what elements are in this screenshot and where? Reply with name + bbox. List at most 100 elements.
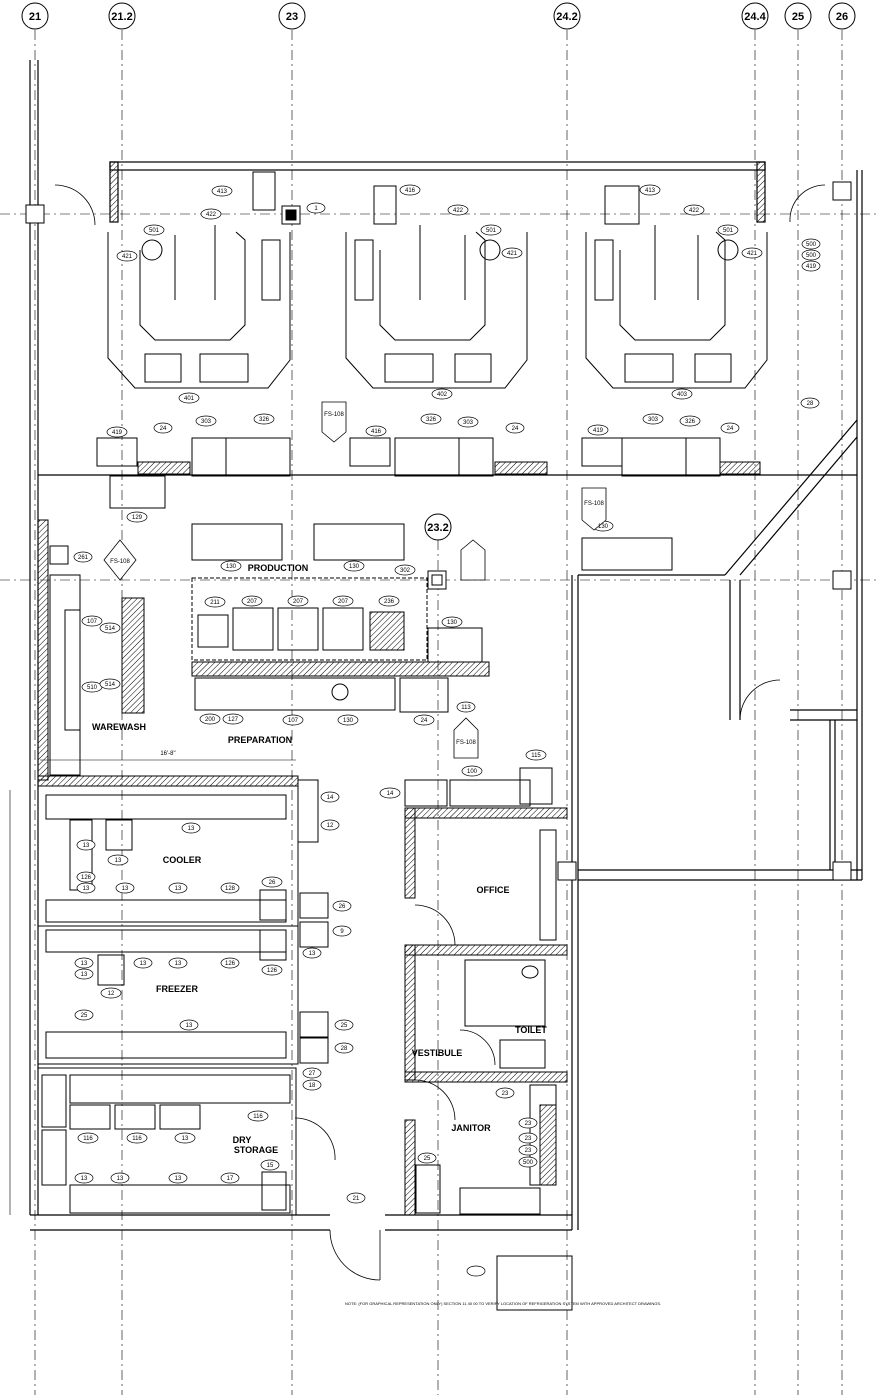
equipment-tag-label: 23 (502, 1091, 509, 1097)
equipment-tag-label: 303 (463, 420, 474, 426)
equipment-tag-label: 421 (747, 251, 758, 257)
room-toilet: TOILET (515, 1025, 547, 1035)
section-marker-label: FS-108 (456, 740, 476, 746)
equipment-tag-label: 514 (105, 626, 116, 632)
warewash-area (37, 519, 81, 781)
note-text: NOTE: (FOR GRAPHICAL REPRESENTATION ONLY… (345, 1301, 661, 1306)
equipment-tag-label: 113 (461, 705, 471, 711)
equipment-tag-label: 9 (340, 929, 344, 935)
equipment-tag-label: 26 (269, 880, 276, 886)
equipment-tag-label: 107 (288, 718, 299, 724)
equipment-tag-label: 24 (512, 426, 519, 432)
grid-bubble (278, 2, 306, 30)
room-warewash: WAREWASH (92, 722, 146, 732)
equipment-tag-label: 18 (309, 1083, 316, 1089)
equipment-tag-label: 422 (689, 208, 700, 214)
equipment-tag-label: 326 (426, 417, 437, 423)
equipment-tag-label: 501 (723, 228, 734, 234)
grid-bubbles (21, 2, 856, 541)
grid-label: 24.2 (556, 11, 577, 23)
equipment-tag-label: 23 (525, 1136, 532, 1142)
equipment-tag-label: 403 (677, 392, 688, 398)
grid-bubble (108, 2, 136, 30)
equipment-tag-label: 25 (81, 1013, 88, 1019)
equipment-tag-label: 107 (87, 619, 98, 625)
room-janitor: JANITOR (451, 1123, 491, 1133)
equipment-tag-label: 416 (371, 429, 382, 435)
cold-rooms (37, 775, 329, 1216)
grid-label: 23.2 (427, 522, 448, 534)
equipment-tag-label: 500 (806, 242, 817, 248)
equipment-tag-label: 13 (175, 886, 182, 892)
grid-bubble (21, 2, 49, 30)
equipment-tag-label: 13 (117, 1176, 124, 1182)
equipment-tag-label: 28 (807, 401, 814, 407)
equipment-tag-label: 23 (525, 1148, 532, 1154)
equipment-tag-label: 127 (228, 717, 239, 723)
equipment-tag-label: 303 (201, 419, 212, 425)
room-dry: DRY (233, 1135, 252, 1145)
equipment-tag-label: 500 (523, 1160, 534, 1166)
equipment-tag-label: 13 (188, 826, 195, 832)
equipment-tag-label: 116 (253, 1114, 263, 1120)
equipment-tag-label: 13 (83, 843, 90, 849)
equipment-tag-label: 116 (83, 1136, 93, 1142)
equipment-tag-label: 130 (447, 620, 458, 626)
section-marker-label: FS-108 (324, 412, 344, 418)
equipment-tag-label: 13 (175, 1176, 182, 1182)
equipment-tag-label: 419 (593, 428, 604, 434)
equipment-tag-label: 413 (645, 188, 656, 194)
equipment-tag-label: 13 (83, 886, 90, 892)
equipment-tag-label: 14 (387, 791, 394, 797)
equipment-tag-label: 13 (182, 1136, 189, 1142)
counters (96, 437, 761, 571)
grid-bubble (784, 2, 812, 30)
equipment-tag-label: 1 (314, 206, 318, 212)
equipment-tag-label: 500 (806, 253, 817, 259)
equipment-tag-label: 13 (81, 972, 88, 978)
equipment-tag-label: 126 (267, 968, 278, 974)
equipment-tags (73, 184, 821, 1277)
equipment-tag-label: 12 (327, 823, 334, 829)
equipment-tag-label: 413 (217, 189, 228, 195)
grid-label: 21.2 (111, 11, 132, 23)
equipment-tag-label: 421 (507, 251, 518, 257)
production-area (121, 577, 490, 714)
equipment-tag-label: 236 (384, 599, 395, 605)
equipment-tag-label: 419 (806, 264, 817, 270)
equipment-tag-label: 211 (210, 600, 220, 606)
equipment-tag-label: 13 (115, 858, 122, 864)
equipment-tag-label: 25 (424, 1156, 431, 1162)
equipment-tag-label: 302 (400, 568, 411, 574)
section-marker-label: FS-108 (584, 501, 604, 507)
equipment-tag-label: 27 (309, 1071, 316, 1077)
equipment-tag-label: 326 (685, 419, 696, 425)
equipment-tag-label: 419 (112, 430, 123, 436)
grid-label: 25 (792, 11, 804, 23)
equipment-tag-label: 25 (341, 1023, 348, 1029)
equipment-tag-label: 501 (486, 228, 497, 234)
grid-bubble (424, 513, 452, 541)
equipment-tag-label: 129 (132, 515, 143, 521)
equipment-tag-label: 126 (225, 961, 236, 967)
grid-bubble (553, 2, 581, 30)
equipment-tag-label: 13 (81, 961, 88, 967)
equipment-tag-label: 24 (160, 426, 167, 432)
equipment-tag-label: 26 (339, 904, 346, 910)
equipment-tag-label: 13 (140, 961, 147, 967)
equipment-tag-label: 13 (122, 886, 129, 892)
equipment-tag-label: 303 (648, 417, 659, 423)
equipment-tag-label: 23 (525, 1121, 532, 1127)
dimension-line (9, 759, 296, 1215)
equipment-tag-label: 24 (727, 426, 734, 432)
room-freezer: FREEZER (156, 984, 199, 994)
equipment-tag-label: 14 (327, 795, 334, 801)
equipment-tag-label: 200 (205, 717, 216, 723)
doors (54, 184, 826, 1281)
equipment-tag-label: 207 (338, 599, 349, 605)
equipment-tag-label: 514 (105, 682, 116, 688)
equipment-tag-label: 422 (206, 212, 217, 218)
equipment-tag-label: 17 (227, 1176, 234, 1182)
equipment-tag-label: 13 (175, 961, 182, 967)
